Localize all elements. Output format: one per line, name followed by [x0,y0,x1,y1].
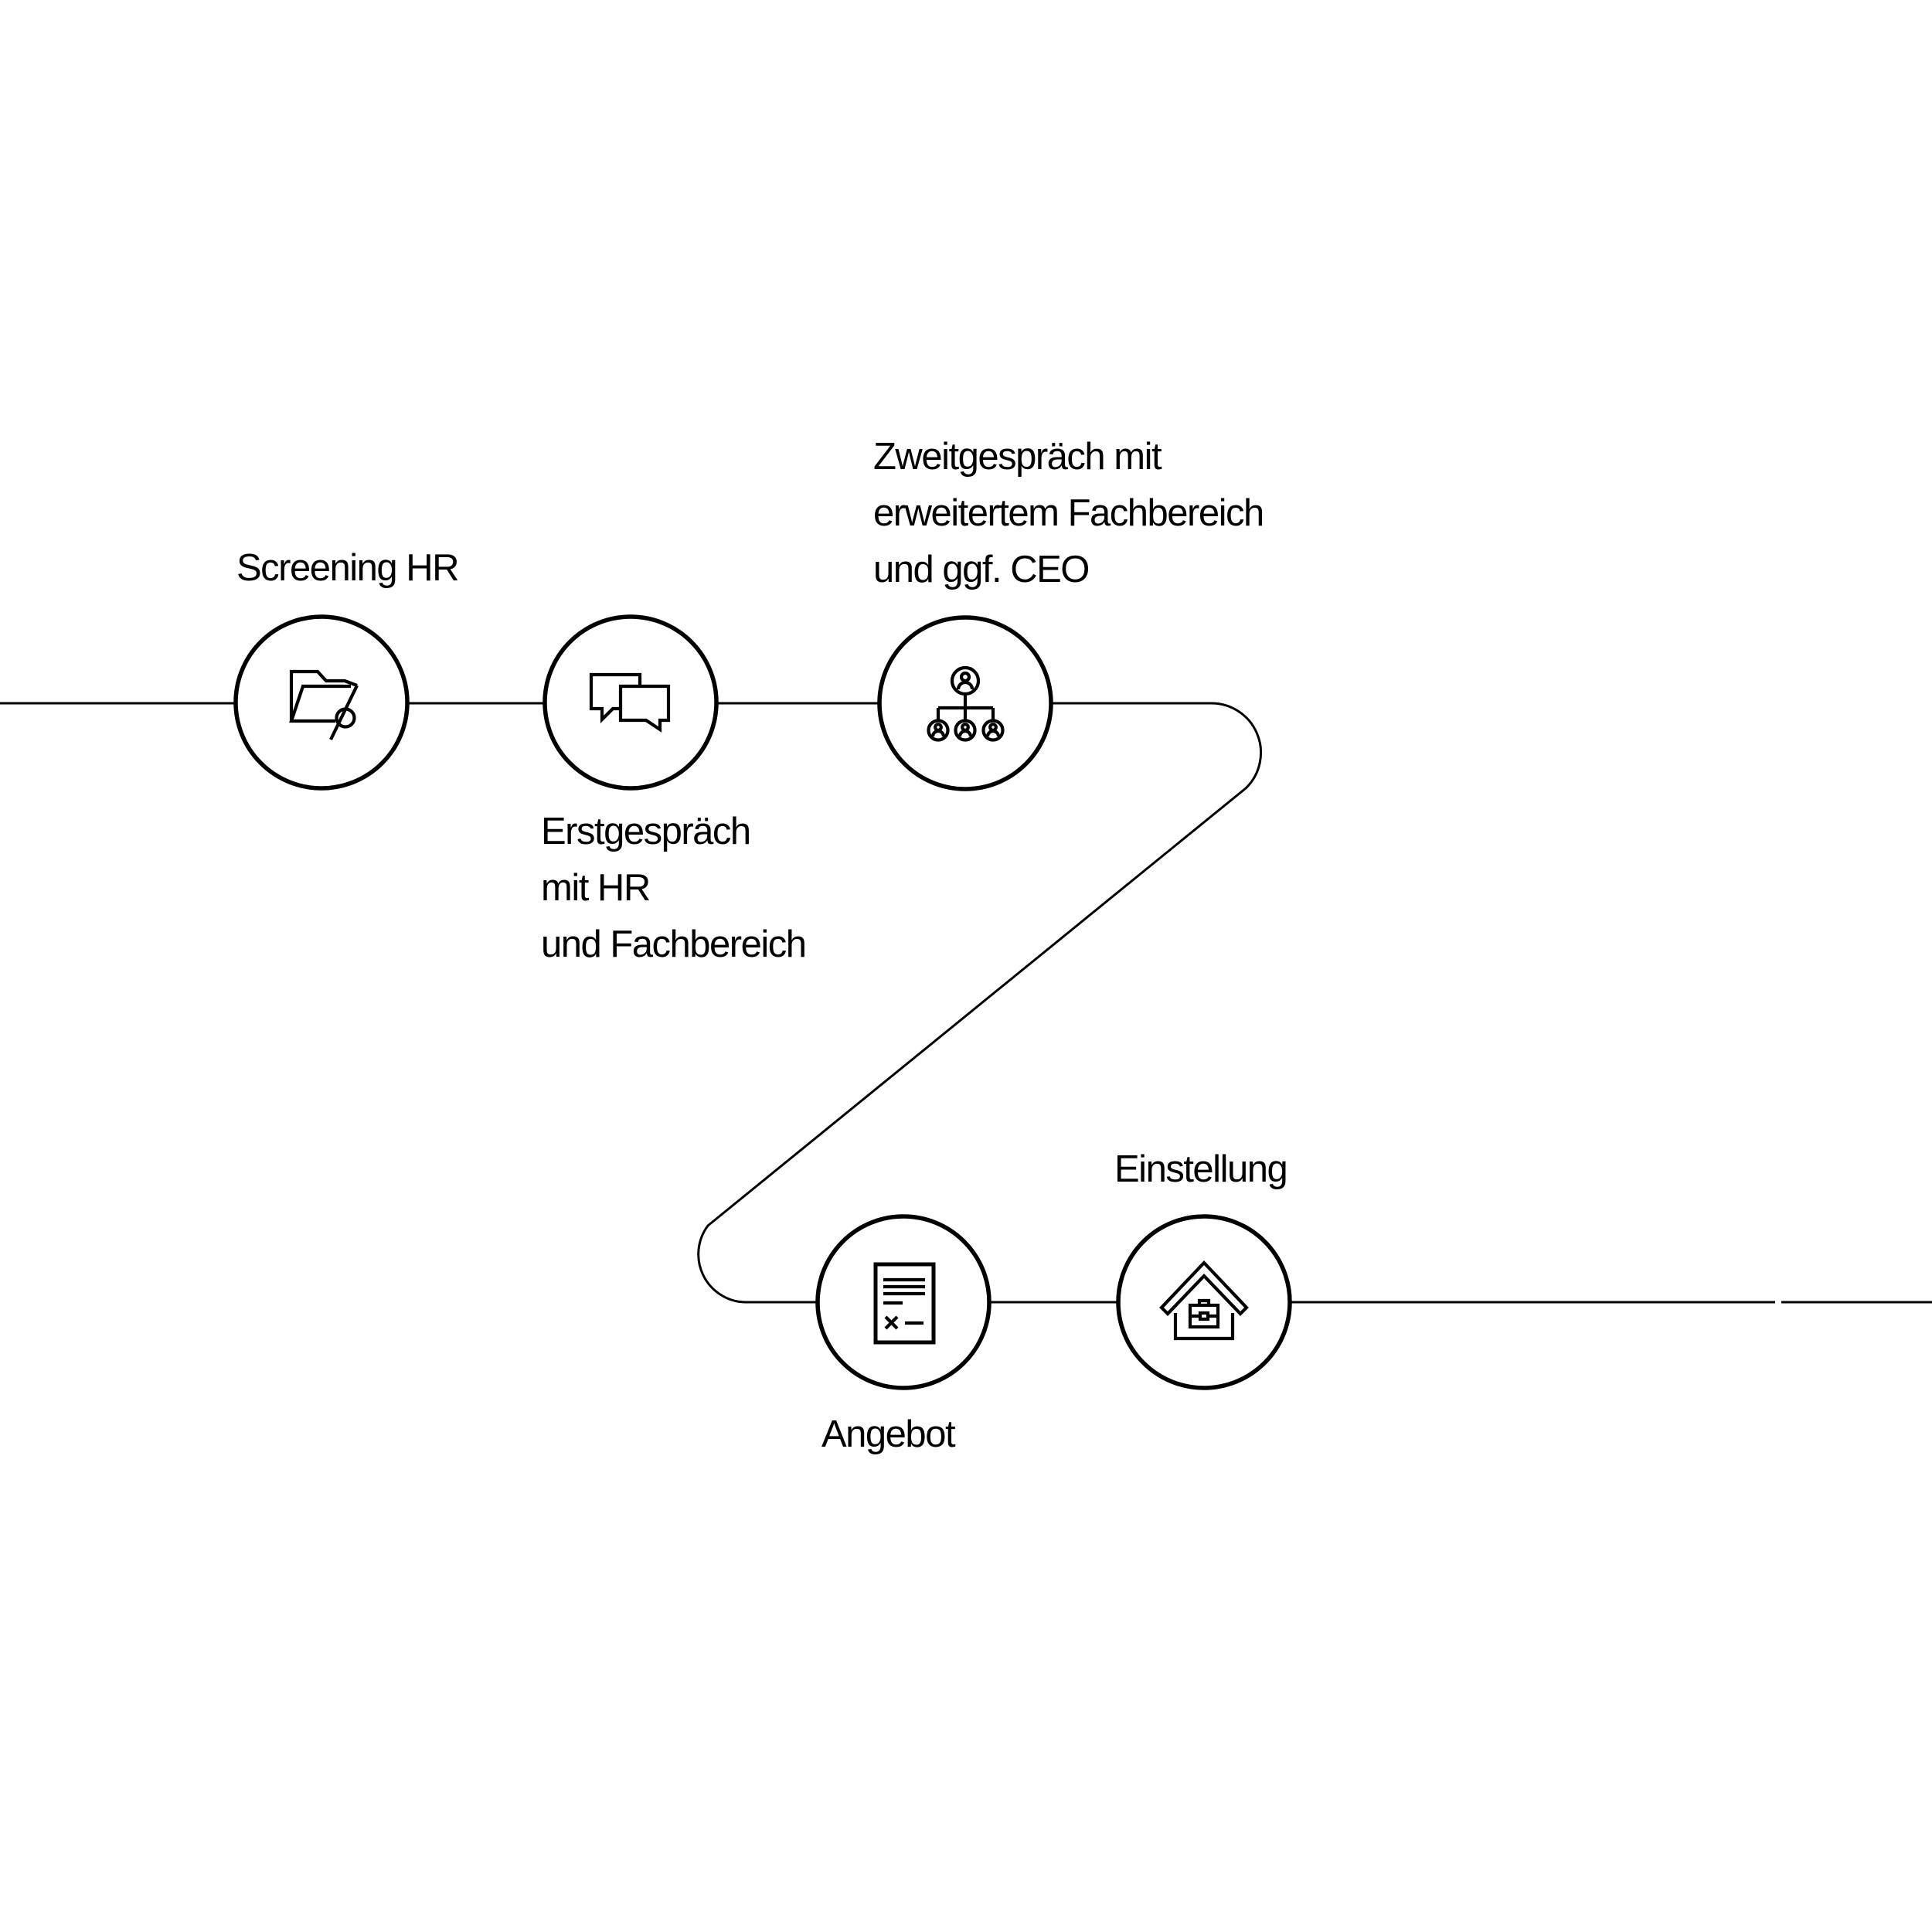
step-label-einstellung: Einstellung [1114,1141,1288,1198]
step-label-line: Screening HR [236,547,460,589]
house-briefcase-icon [1159,1260,1249,1341]
chat-bubble-left [589,672,642,724]
chat-bubble-right [618,684,671,733]
connectors [0,702,1932,1304]
step-label-line: und ggf. CEO [873,549,1090,590]
org-top-person-shoulders [956,680,975,690]
contract-document-icon [873,1262,936,1345]
step-circle-angebot [815,1214,992,1390]
folder-back-outline [289,669,358,721]
folder-search-icon [289,669,359,740]
folder-front-flap [289,684,351,723]
document-sheet [873,1262,936,1345]
house-roof [1159,1260,1249,1317]
step-label-line: Zweitgespräch mit [873,436,1162,478]
chat-bubbles-icon [589,672,671,733]
magnifier-lens [335,707,356,729]
document-text-lines [883,1277,925,1305]
org-person2-circle [954,719,977,742]
step-circle-screening [233,614,410,791]
org-person1-circle [927,719,950,742]
org-chart-icon [927,665,1005,742]
org-person2-shoulders [957,729,973,737]
step-label-line: Angebot [821,1413,956,1455]
step-label-line: mit HR [541,867,651,909]
org-person3-circle [981,719,1005,742]
house-walls [1173,1313,1235,1341]
step-label-line: Erstgespräch [541,811,751,852]
step-label-line: und Fachbereich [541,923,807,965]
step-label-line: Einstellung [1114,1148,1288,1190]
connector-zweitgespraech-to-angebot-hairpin [697,702,1263,1304]
org-person1-shoulders [930,729,946,737]
step-label-line: erweitertem Fachbereich [873,492,1264,534]
org-connector-stubs [936,708,995,720]
briefcase-handle [1197,1298,1211,1305]
document-x-mark [884,1315,899,1330]
step-label-zweitgespraech: Zweitgespräch mit erweitertem Fachbereic… [873,429,1264,598]
step-label-screening: Screening HR [236,540,460,597]
org-person3-shoulders [985,729,1001,737]
step-label-angebot: Angebot [821,1406,956,1463]
step-label-erstgespraech: Erstgespräch mit HR und Fachbereich [541,804,807,973]
folder-edge-and-magnifier-handle [329,685,359,740]
